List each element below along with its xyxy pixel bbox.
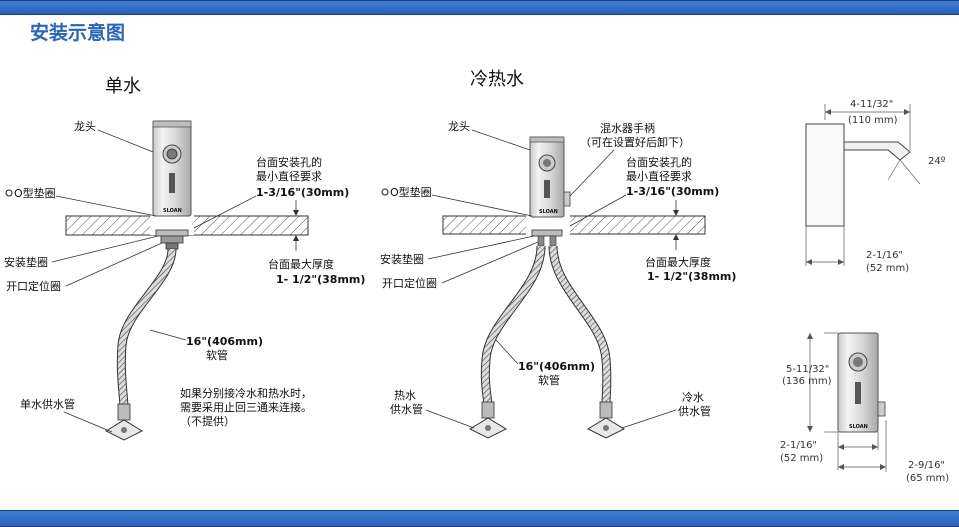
side-depth-mm: (52 mm) [866, 263, 909, 274]
front-base-inch: 2-1/16" [780, 440, 817, 451]
hotcold-mixer-label-1: 混水器手柄 [600, 121, 655, 135]
hotcold-hole-label-2: 最小直径要求 [626, 169, 692, 183]
single-water-diagram: 单水 SLOAN 龙头 O型垫圈 安装垫圈 开口定位圈 [4, 76, 365, 441]
single-hose-label: 软管 [206, 348, 228, 362]
side-reach-inch: 4-11/32" [850, 99, 893, 110]
hotcold-heading: 冷热水 [470, 69, 524, 90]
front-brand-logo: SLOAN [849, 424, 868, 430]
hotcold-faucet: SLOAN [529, 136, 571, 218]
top-banner [0, 0, 959, 15]
front-base-mm: (52 mm) [780, 453, 823, 464]
hotcold-hole-dim: 1-3/16"(30mm) [626, 185, 719, 198]
single-note-line-1: 如果分别接冷水和热水时， [180, 386, 312, 400]
hotcold-cold-label-2: 供水管 [678, 404, 711, 418]
side-faucet-body [805, 123, 845, 227]
side-spout [843, 141, 911, 161]
single-gasket-label: 安装垫圈 [4, 255, 48, 269]
front-width-inch: 2-9/16" [908, 460, 945, 471]
single-sensor-window [169, 173, 175, 193]
front-view: 5-11/32" (136 mm) SLOAN 2-1/16" (52 mm) … [780, 332, 949, 484]
single-o-ring-icon [5, 189, 13, 197]
single-heading: 单水 [105, 76, 141, 97]
hotcold-hot-label-1: 热水 [394, 389, 416, 402]
front-width-mm: (65 mm) [906, 473, 949, 484]
single-hole-label-1: 台面安装孔的 [256, 155, 322, 169]
hotcold-hose-label: 软管 [538, 373, 560, 387]
single-locating-ring-label: 开口定位圈 [6, 279, 61, 293]
hotcold-mixer-handle [563, 191, 571, 207]
hotcold-o-ring-icon [381, 188, 389, 196]
single-note-line-3: （不提供） [180, 414, 235, 428]
single-note-line-2: 需要采用止回三通来连接。 [180, 401, 312, 414]
hotcold-hot-label-2: 供水管 [390, 402, 423, 416]
single-thickness-label: 台面最大厚度 [268, 257, 334, 271]
single-supply-label: 单水供水管 [20, 397, 75, 411]
hotcold-hose-dim: 16"(406mm) [518, 360, 595, 373]
front-mixer-handle [877, 401, 886, 417]
side-depth-inch: 2-1/16" [866, 250, 903, 261]
hotcold-thickness-dim: 1- 1/2"(38mm) [647, 270, 736, 283]
hotcold-gasket-label: 安装垫圈 [380, 252, 424, 266]
side-view: 4-11/32" (110 mm) 24º 2-1/16" (52 mm) [805, 99, 946, 274]
single-faucet: SLOAN [152, 120, 192, 217]
page-title: 安装示意图 [30, 22, 126, 44]
single-brand-logo: SLOAN [163, 208, 182, 214]
hotcold-faucet-label: 龙头 [448, 120, 470, 133]
side-angle-label: 24º [928, 156, 946, 167]
side-reach-mm: (110 mm) [848, 115, 898, 126]
hotcold-diagram: 冷热水 SLOAN 龙头 混水器手柄 （可在设置好后卸下） [380, 69, 736, 439]
hotcold-hole-label-1: 台面安装孔的 [626, 155, 692, 169]
hotcold-o-ring-label: O型垫圈 [390, 185, 432, 199]
single-thickness-dim: 1- 1/2"(38mm) [276, 273, 365, 286]
hotcold-locating-ring-label: 开口定位圈 [382, 276, 437, 290]
hotcold-thickness-label: 台面最大厚度 [645, 255, 711, 269]
bottom-banner [0, 510, 959, 527]
hotcold-cold-label-1: 冷水 [682, 391, 704, 404]
single-hole-label-2: 最小直径要求 [256, 169, 322, 183]
hotcold-brand-logo: SLOAN [539, 209, 558, 215]
hotcold-mixer-label-2: （可在设置好后卸下） [580, 135, 690, 149]
single-faucet-label: 龙头 [74, 120, 96, 133]
single-hose-dim: 16"(406mm) [186, 335, 263, 348]
single-hole-dim: 1-3/16"(30mm) [256, 186, 349, 199]
hotcold-countertop [442, 215, 706, 235]
single-o-ring-label: O型垫圈 [14, 186, 56, 200]
front-height-mm: (136 mm) [782, 376, 832, 387]
front-height-inch: 5-11/32" [786, 364, 829, 375]
